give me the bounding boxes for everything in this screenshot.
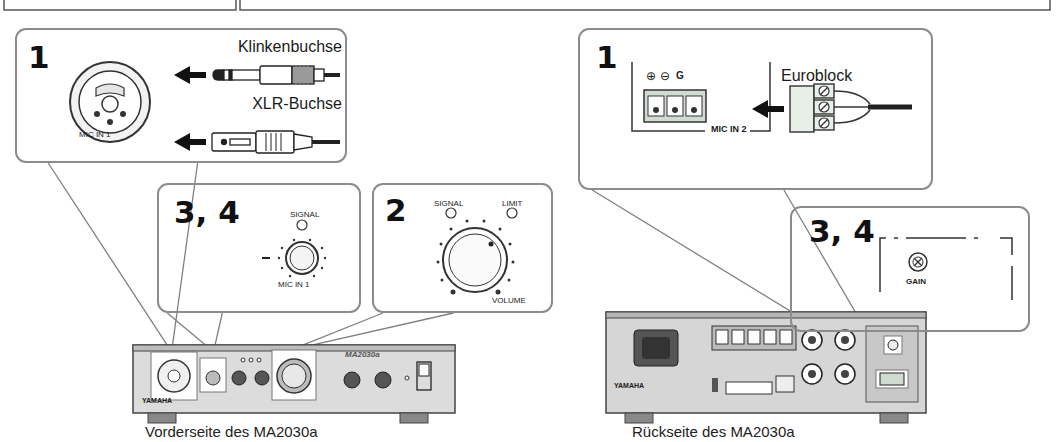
callout-box: 1 ⊕ ⊖ G EuroblockMIC IN 2 [578, 28, 933, 190]
model-label: MA2030a [345, 351, 380, 360]
callout-number: 3, 4 [174, 195, 240, 229]
amplifier-front: YAMAHA MA2030a [133, 345, 455, 413]
brand-logo: YAMAHA [142, 397, 172, 405]
leader-line [592, 190, 891, 373]
indicator-label: LIMIT [502, 200, 522, 209]
pin-label: ⊖ [660, 70, 670, 83]
callout-number: 3, 4 [809, 214, 875, 248]
callout-box: 3, 4 GAIN [790, 206, 1030, 332]
callout-number: 1 [596, 40, 618, 74]
caption-label: Rückseite des MA2030a [632, 423, 795, 440]
pin-label: G [676, 70, 684, 81]
caption-label: Vorderseite des MA2030a [145, 423, 318, 440]
brand-logo: YAMAHA [614, 382, 644, 390]
input-label: MIC IN 1 [79, 131, 111, 140]
pin-label: ⊕ [646, 70, 656, 83]
callout-number: 1 [28, 40, 50, 74]
control-label: VOLUME [492, 297, 526, 306]
indicator-label: SIGNAL [434, 200, 463, 209]
callout-box: 1 KlinkenbuchseXLR-BuchseMIC IN 1 [15, 28, 347, 163]
callout-box: 3, 4 SIGNAL MIC IN 1 [157, 183, 361, 313]
indicator-label: SIGNAL [290, 211, 319, 220]
connector-label: Euroblock [781, 67, 852, 85]
leader-line [48, 163, 197, 352]
callout-number: 2 [385, 193, 407, 227]
input-label: MIC IN 1 [278, 281, 310, 290]
callout-box: 2 SIGNAL LIMIT VOLUME [372, 183, 553, 313]
amplifier-rear: YAMAHA [606, 312, 926, 413]
connector-label: XLR-Buchse [252, 95, 342, 113]
connector-label: Klinkenbuchse [238, 38, 342, 56]
control-label: GAIN [906, 278, 926, 287]
input-label: MIC IN 2 [708, 125, 750, 135]
